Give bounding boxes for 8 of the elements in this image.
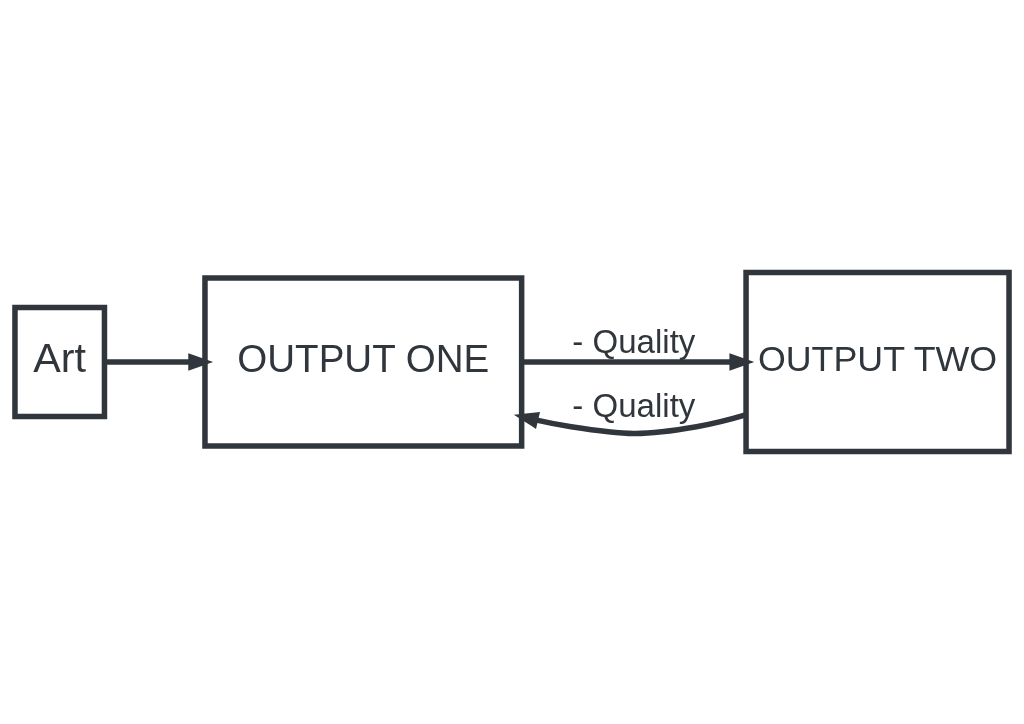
arrow <box>513 412 747 437</box>
edge-label: - Quality <box>572 387 696 425</box>
edge-label: - Quality <box>572 322 696 360</box>
node-box: OUTPUT TWO <box>743 269 1012 455</box>
node-box: OUTPUT ONE <box>202 275 525 449</box>
arrow <box>104 353 214 371</box>
arrow <box>521 353 755 371</box>
node-box: Art <box>12 304 108 420</box>
